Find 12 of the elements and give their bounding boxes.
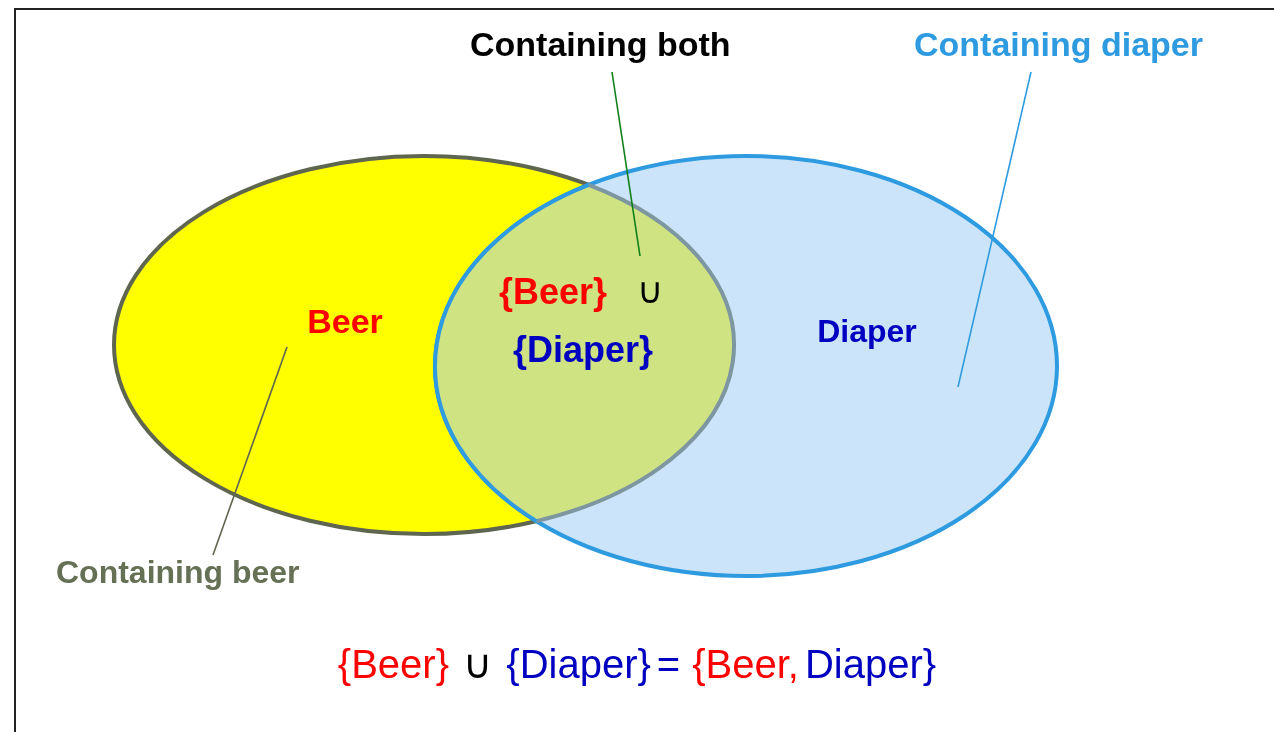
set-label: ∪ (636, 271, 664, 311)
callout-text: Containing diaper (914, 24, 1203, 65)
leader-line (611, 71, 641, 257)
set-label: Diaper (817, 314, 917, 350)
set-label: Beer (307, 303, 383, 341)
callout-text: Containing both (470, 24, 731, 65)
set-label: {Beer} (498, 272, 608, 312)
set-equation: {Beer} ∪ {Diaper}= {Beer,Diaper} (336, 641, 938, 688)
callout-text: Containing beer (56, 553, 300, 592)
leader-line (212, 346, 288, 556)
leader-line (957, 71, 1032, 388)
set-label: {Diaper} (512, 330, 654, 370)
